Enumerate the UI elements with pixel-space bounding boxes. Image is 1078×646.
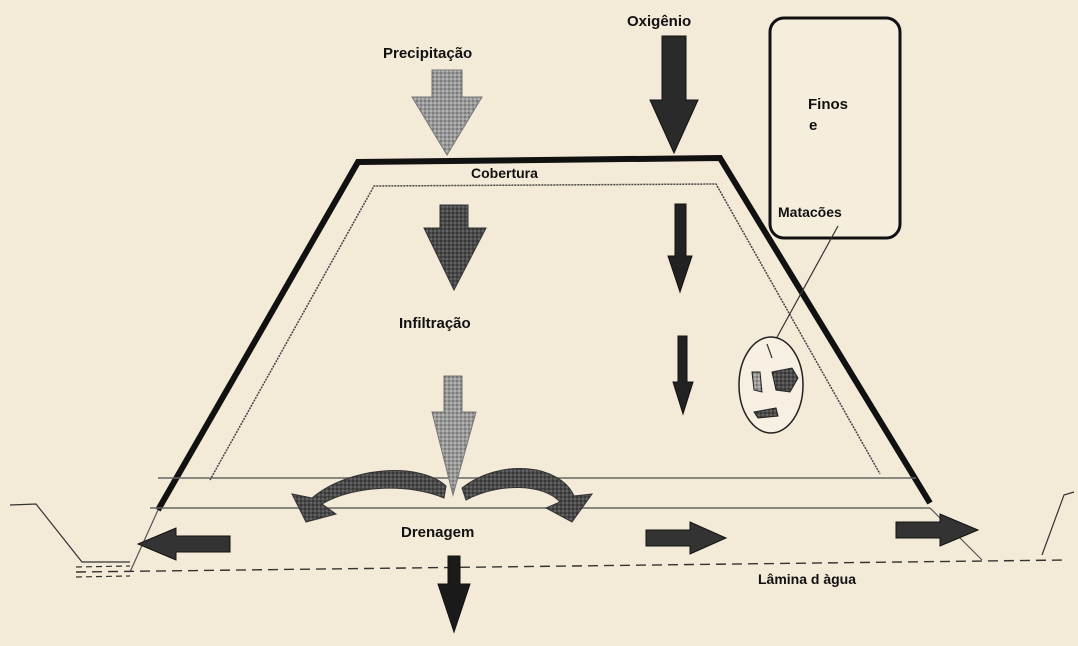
water-table-line-2: [76, 566, 130, 567]
legend-boulders-label: Matacões: [778, 205, 842, 219]
drain-arrow-right-outer: [896, 514, 978, 546]
oxygen-arrow: [650, 36, 698, 153]
infiltration-label: Infiltração: [399, 316, 471, 331]
cover-label: Cobertura: [471, 166, 538, 180]
precipitation-label: Precipitação: [383, 46, 472, 61]
left-ground-profile: [10, 504, 130, 562]
infiltration-arrow: [424, 205, 486, 290]
legend-fines-label: Finos: [808, 97, 848, 112]
drain-curve-right-arrow: [462, 468, 592, 522]
infiltration-down-arrow: [432, 376, 476, 495]
drain-arrow-right-center: [646, 522, 726, 554]
boulder-small: [752, 372, 762, 392]
oxygen-diffusion-arrow-upper: [668, 204, 692, 292]
water-table-line: [76, 560, 1066, 572]
legend-and-label: e: [809, 118, 817, 133]
water-table-label: Lâmina d àgua: [758, 572, 856, 586]
drain-arrow-left: [138, 528, 230, 560]
water-table-line-3: [76, 576, 130, 577]
drainage-label: Drenagem: [401, 525, 474, 540]
oxygen-label: Oxigênio: [627, 14, 691, 29]
precipitation-arrow: [412, 70, 482, 155]
right-ground-profile: [1042, 492, 1074, 555]
oxygen-diffusion-arrow-lower: [673, 336, 693, 414]
